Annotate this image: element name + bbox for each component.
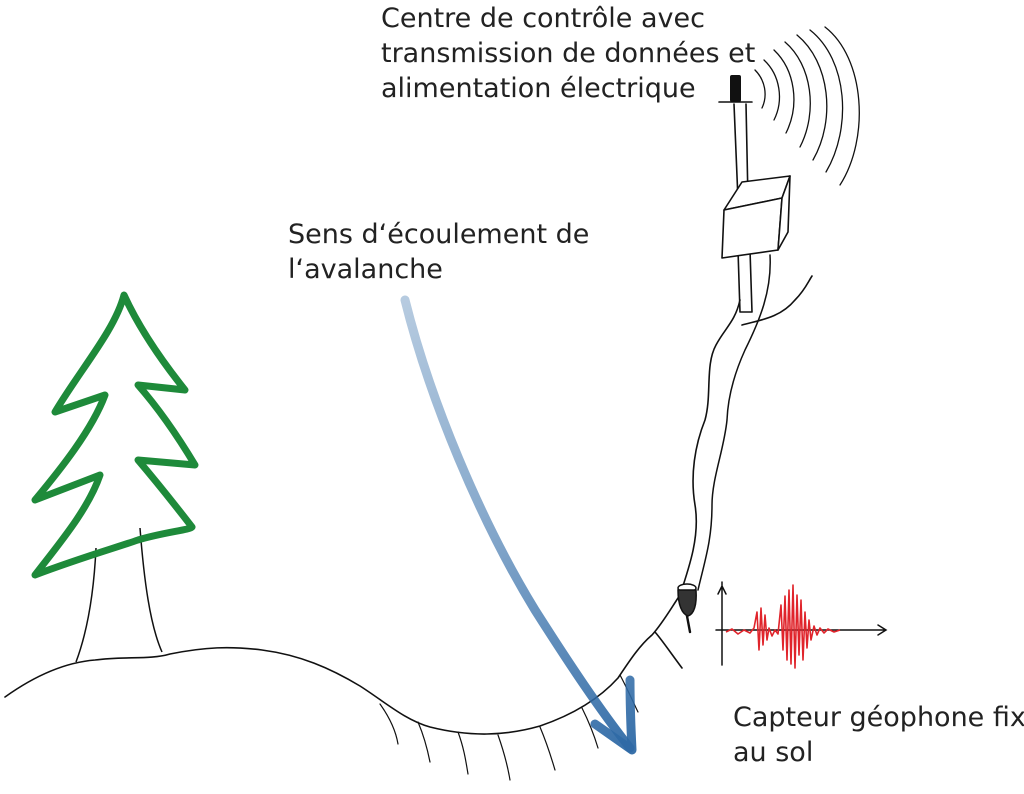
flow-arrow-shaft [400, 295, 635, 753]
control-center-label-line-3: alimentation électrique [381, 73, 696, 104]
ground-ridge [741, 275, 813, 326]
sensor-label-line-1: Capteur géophone fixé [733, 702, 1024, 733]
geophone-body [677, 589, 697, 617]
control-center-label-line-2: transmission de données et [381, 38, 756, 69]
signal-axes [715, 581, 888, 666]
ground-line [4, 594, 681, 735]
sensor-label: Capteur géophone fixé au sol [733, 700, 1024, 770]
tree-crown [31, 291, 199, 579]
flow-direction-label: Sens d‘écoulement de l‘avalanche [288, 217, 589, 287]
ground-fold [654, 631, 683, 669]
geophone-icon [677, 583, 697, 634]
antenna-head [730, 75, 741, 102]
cable [697, 254, 771, 591]
sensor-label-line-2: au sol [733, 737, 814, 768]
flow-direction-label-line-2: l‘avalanche [288, 254, 443, 285]
signal-trace [725, 584, 841, 669]
mast-lower [737, 249, 753, 313]
flow-arrow-head [590, 675, 637, 755]
terrain [4, 275, 813, 781]
slope-line [679, 299, 741, 596]
box-side [777, 175, 791, 251]
flow-arrow [400, 295, 637, 755]
control-center-label-line-1: Centre de contrôle avec [381, 3, 705, 34]
seismic-signal-icon [715, 581, 888, 669]
fir-tree-icon [31, 291, 199, 663]
control-box-icon [721, 175, 791, 259]
radio-waves [754, 26, 860, 186]
geophone-spike [685, 614, 692, 634]
control-center-label: Centre de contrôle avec transmission de … [381, 1, 755, 106]
valley-hatching [379, 674, 639, 781]
tree-trunk [75, 527, 163, 663]
flow-direction-label-line-1: Sens d‘écoulement de [288, 219, 590, 250]
